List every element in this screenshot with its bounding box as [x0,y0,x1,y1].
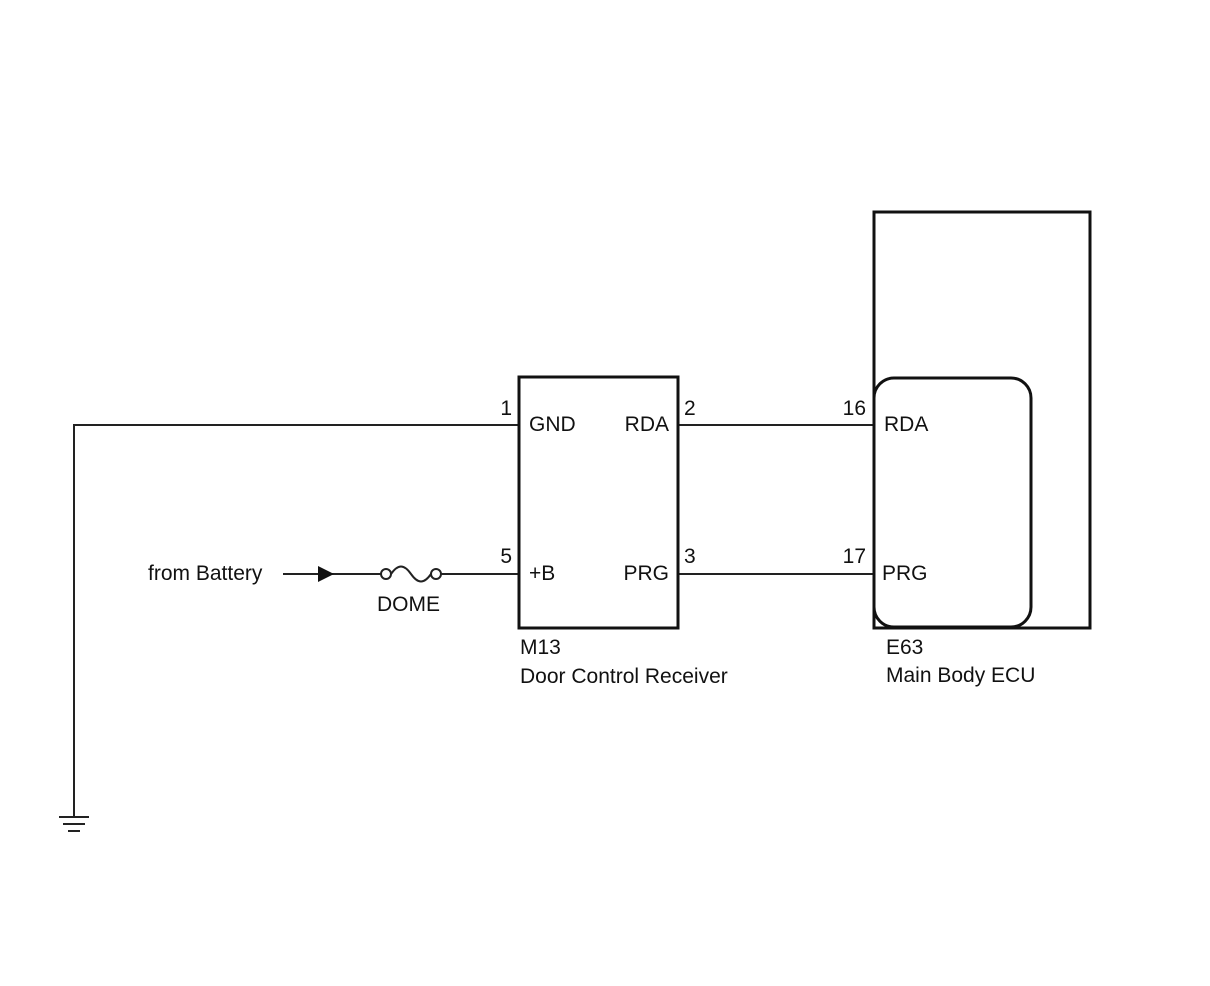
receiver-pin-prg-label: PRG [623,562,669,585]
receiver-pin-b-number: 5 [500,545,512,568]
receiver-pin-rda-label: RDA [625,413,669,436]
receiver-pin-b-label: +B [529,562,555,585]
receiver-pin-prg-number: 3 [684,545,696,568]
fuse-icon [380,565,442,583]
fuse-label: DOME [377,593,440,616]
ground-wire [73,424,519,816]
ecu-pin-prg-number: 17 [843,545,866,568]
receiver-connector-label: M13 [520,636,561,659]
receiver-pin-gnd-number: 1 [500,397,512,420]
ecu-connector-label: E63 [886,636,923,659]
ecu-pin-rda-number: 16 [843,397,866,420]
ground-icon [59,816,89,832]
ecu-connector-box [872,376,1033,629]
receiver-name-label: Door Control Receiver [520,665,728,688]
battery-source-label: from Battery [148,562,263,585]
ecu-name-label: Main Body ECU [886,664,1035,687]
receiver-box [517,375,680,630]
ecu-pin-prg-label: PRG [882,562,928,585]
arrow-icon [318,566,334,582]
ecu-pin-rda-label: RDA [884,413,928,436]
receiver-pin-gnd-label: GND [529,413,576,436]
receiver-pin-rda-number: 2 [684,397,696,420]
